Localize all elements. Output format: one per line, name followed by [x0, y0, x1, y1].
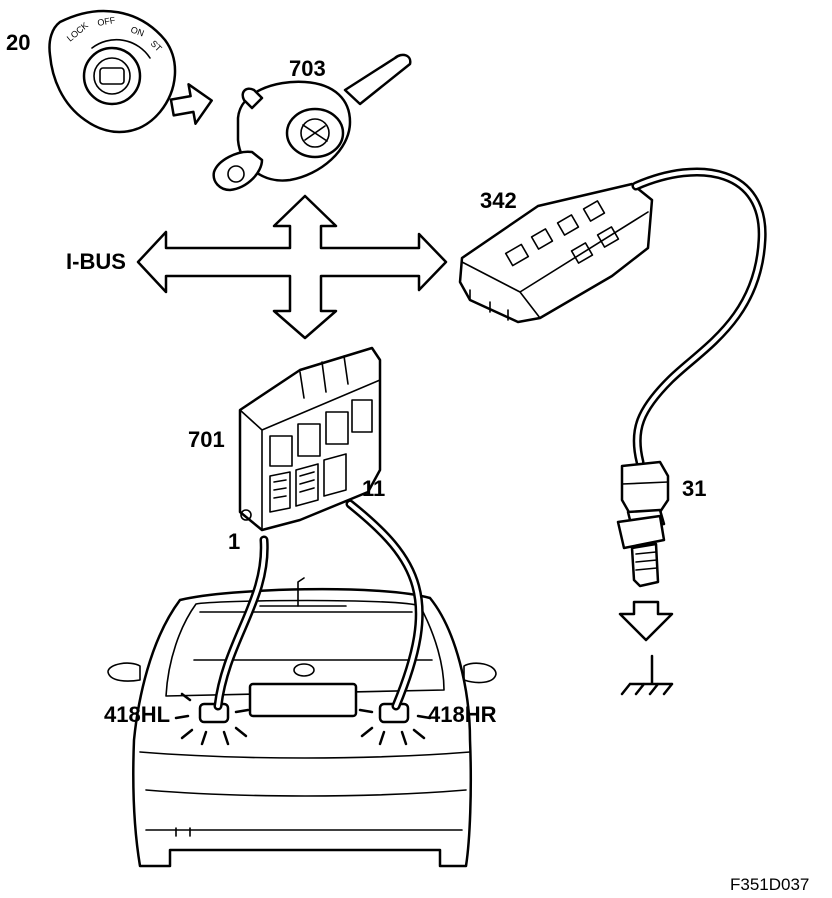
- ignition-to-switch-arrow: [169, 83, 213, 125]
- steering-column-switch-number: 703: [289, 56, 326, 81]
- i-bus-arrows: [136, 194, 448, 340]
- steering-column-switch: [212, 53, 412, 192]
- fuse-relay-box: [458, 182, 654, 324]
- ground-arrow: [618, 600, 674, 642]
- ignition-on-label: ON: [129, 24, 145, 38]
- control-module-number: 701: [188, 427, 225, 452]
- pin-right-label: 11: [362, 476, 385, 501]
- ignition-switch: LOCK OFF ON ST: [48, 9, 177, 134]
- figure-code: F351D037: [730, 875, 809, 894]
- fuse-box-to-sensor-cable: [631, 167, 767, 467]
- lamp-left-label: 418HL: [104, 702, 170, 727]
- reversing-light-switch-number: 31: [682, 476, 706, 501]
- pin-left-label: 1: [228, 529, 240, 554]
- reversing-light-switch: [616, 460, 670, 588]
- lamp-right-label: 418HR: [428, 702, 497, 727]
- lamp-right: [358, 702, 432, 746]
- i-bus-label: I-BUS: [66, 249, 126, 274]
- ignition-switch-number: 20: [6, 30, 30, 55]
- ground-symbol: [620, 654, 674, 696]
- fuse-relay-box-number: 342: [480, 188, 517, 213]
- ignition-off-label: OFF: [97, 15, 117, 28]
- control-module: [238, 346, 382, 532]
- car-rear: [107, 577, 497, 868]
